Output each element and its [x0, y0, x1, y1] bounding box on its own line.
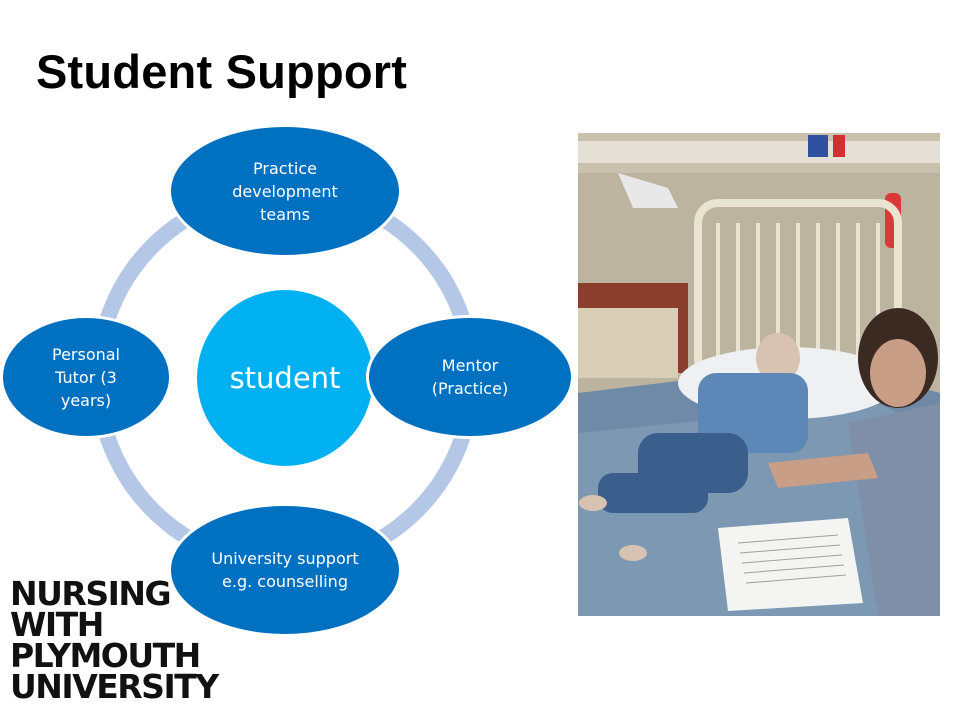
node-mentor-practice: Mentor (Practice): [366, 315, 574, 439]
node-right-label: Mentor (Practice): [431, 356, 509, 398]
center-node-label: student: [229, 361, 341, 395]
node-university-support: University support e.g. counselling: [168, 503, 402, 637]
logo-line-1: NURSING: [10, 574, 172, 613]
logo-line-2: WITH: [10, 605, 104, 644]
node-practice-development-teams: Practice development teams: [168, 124, 402, 258]
center-node-student: student: [197, 290, 373, 466]
node-top-label: Practice development teams: [232, 158, 338, 224]
logo-line-3: PLYMOUTH: [10, 636, 201, 675]
slide-title: Student Support: [36, 45, 408, 98]
node-bottom-label: University support e.g. counselling: [211, 549, 359, 591]
node-left-label: Personal Tutor (3 years): [51, 344, 120, 410]
simulation-ward-photo: [578, 133, 940, 616]
node-personal-tutor: Personal Tutor (3 years): [0, 315, 172, 439]
nursing-plymouth-university-logo: NURSING WITH PLYMOUTH UNIVERSITY: [10, 574, 219, 706]
logo-line-4: UNIVERSITY: [10, 667, 219, 706]
photo-illustration: [578, 133, 940, 616]
